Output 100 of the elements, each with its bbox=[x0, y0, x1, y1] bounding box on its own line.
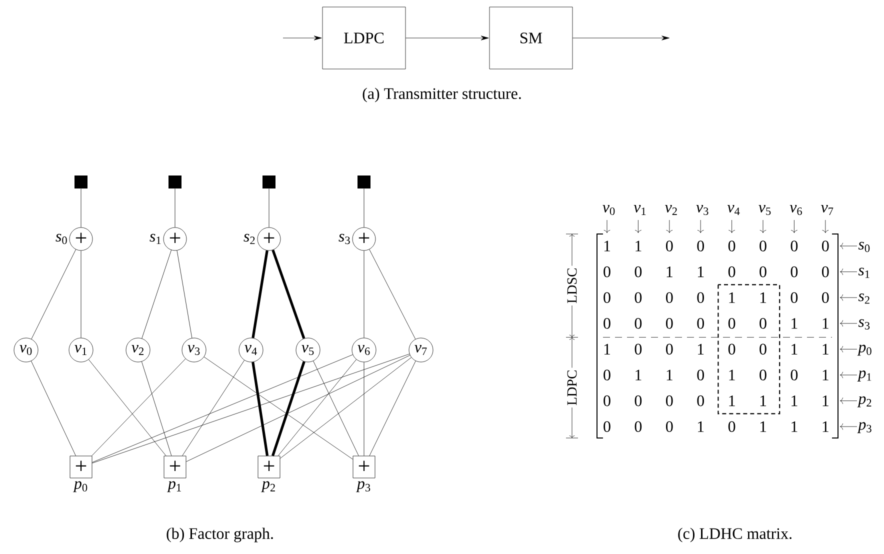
caption: (a) Transmitter structure. bbox=[362, 88, 521, 102]
matrix-entry: 0 bbox=[728, 266, 736, 278]
matrix-entry: 0 bbox=[697, 292, 704, 303]
matrix-entry: 0 bbox=[634, 344, 642, 355]
matrix-entry: 0 bbox=[790, 240, 798, 252]
matrix-entry: 0 bbox=[634, 318, 642, 329]
matrix-entry: 1 bbox=[760, 292, 766, 303]
column-label: v$_{3}$ bbox=[696, 204, 708, 216]
matrix-entry: 0 bbox=[760, 344, 766, 355]
matrix-entry: 1 bbox=[822, 344, 828, 354]
node-label: s$_{0}$ bbox=[56, 234, 67, 244]
matrix-entry: 0 bbox=[697, 395, 704, 406]
matrix-entry: 0 bbox=[822, 240, 829, 252]
dimension-label: LDPC bbox=[565, 368, 579, 408]
matrix-entry: 0 bbox=[697, 240, 704, 252]
matrix-entry: 1 bbox=[666, 370, 672, 380]
parity-box: + bbox=[164, 456, 186, 478]
matrix-entry: 0 bbox=[760, 370, 766, 380]
process-box: LDPC bbox=[322, 6, 406, 70]
terminal-square bbox=[358, 176, 370, 188]
node-label: s$_{2}$ bbox=[244, 234, 255, 244]
connector-line bbox=[252, 250, 268, 338]
matrix-entry: 1 bbox=[698, 344, 704, 354]
matrix-entry: 0 bbox=[604, 266, 610, 278]
row-label: s$_{3}$ bbox=[858, 319, 870, 330]
connector-line bbox=[92, 354, 410, 464]
matrix-entry: 1 bbox=[792, 421, 798, 432]
matrix-entry: 0 bbox=[728, 344, 736, 355]
column-label: v$_{6}$ bbox=[790, 204, 802, 216]
matrix-entry: 0 bbox=[666, 292, 673, 303]
matrix-entry: 1 bbox=[604, 240, 610, 252]
matrix-entry: 0 bbox=[822, 266, 829, 278]
connector-line bbox=[278, 359, 357, 456]
matrix-entry: 0 bbox=[634, 395, 642, 406]
connector-line bbox=[174, 188, 176, 228]
node-label: p$_{3}$ bbox=[356, 481, 370, 492]
connector-line bbox=[313, 360, 359, 456]
caption: (c) LDHC matrix. bbox=[678, 528, 792, 542]
process-box: SM bbox=[489, 6, 573, 70]
matrix-entry: 0 bbox=[790, 266, 798, 278]
matrix-entry: 1 bbox=[822, 318, 828, 329]
column-label: v$_{0}$ bbox=[602, 204, 615, 216]
matrix-entry: 0 bbox=[634, 266, 642, 278]
connector-line bbox=[142, 250, 172, 339]
node-label: s$_{1}$ bbox=[150, 234, 161, 244]
matrix-entry: 0 bbox=[760, 318, 766, 329]
terminal-square bbox=[262, 176, 276, 188]
matrix-entry: 1 bbox=[822, 370, 828, 380]
column-label: v$_{5}$ bbox=[758, 204, 771, 216]
connector-line bbox=[369, 360, 416, 456]
connector-line bbox=[204, 356, 353, 460]
connector-line bbox=[369, 249, 416, 340]
matrix-entry: 0 bbox=[604, 292, 610, 303]
parity-box: + bbox=[352, 456, 376, 478]
connector-line bbox=[31, 360, 76, 456]
column-label: v$_{1}$ bbox=[634, 205, 646, 215]
connector-line bbox=[142, 361, 172, 456]
matrix-entry: 1 bbox=[760, 396, 766, 406]
connector-line bbox=[92, 354, 353, 463]
matrix-entry: 0 bbox=[666, 344, 673, 355]
connector-line bbox=[88, 359, 166, 456]
matrix-entry: 0 bbox=[634, 292, 642, 303]
matrix-entry: 0 bbox=[604, 370, 610, 380]
matrix-entry: 0 bbox=[728, 318, 736, 329]
connector-line bbox=[92, 358, 186, 456]
matrix-entry: 0 bbox=[604, 318, 610, 329]
matrix-entry: 0 bbox=[822, 292, 829, 303]
caption: (b) Factor graph. bbox=[166, 528, 273, 542]
node-label: p$_{0}$ bbox=[73, 481, 88, 492]
connector-line bbox=[80, 188, 82, 228]
node-label: s$_{3}$ bbox=[338, 234, 350, 244]
matrix-entry: 1 bbox=[666, 266, 672, 278]
node-label: p$_{2}$ bbox=[261, 481, 275, 492]
arrow bbox=[572, 36, 670, 40]
arrow bbox=[282, 36, 322, 40]
connector-line bbox=[272, 250, 306, 339]
connector-line bbox=[272, 361, 306, 456]
row-label: s$_{2}$ bbox=[858, 294, 870, 304]
connector-line bbox=[280, 357, 412, 459]
matrix-entry: 0 bbox=[790, 292, 798, 303]
matrix-entry: 0 bbox=[634, 421, 642, 432]
matrix-entry: 1 bbox=[698, 421, 704, 432]
row-label: p$_{3}$ bbox=[857, 422, 872, 434]
connector-line bbox=[31, 249, 76, 340]
matrix-entry: 0 bbox=[760, 266, 766, 278]
column-label: v$_{2}$ bbox=[665, 205, 677, 215]
row-label: p$_{1}$ bbox=[857, 370, 872, 382]
terminal-square bbox=[168, 176, 182, 188]
matrix-entry: 1 bbox=[698, 266, 704, 278]
matrix-entry: 0 bbox=[728, 421, 736, 432]
matrix-entry: 1 bbox=[792, 396, 798, 406]
connector-line bbox=[186, 355, 410, 462]
connector-line bbox=[268, 188, 270, 228]
connector-line bbox=[80, 250, 82, 338]
matrix-entry: 1 bbox=[729, 396, 735, 406]
matrix-entry: 0 bbox=[604, 395, 610, 406]
matrix-entry: 1 bbox=[636, 370, 642, 380]
matrix-entry: 0 bbox=[666, 318, 673, 329]
matrix-entry: 0 bbox=[666, 240, 673, 252]
node-label: p$_{1}$ bbox=[167, 481, 181, 492]
